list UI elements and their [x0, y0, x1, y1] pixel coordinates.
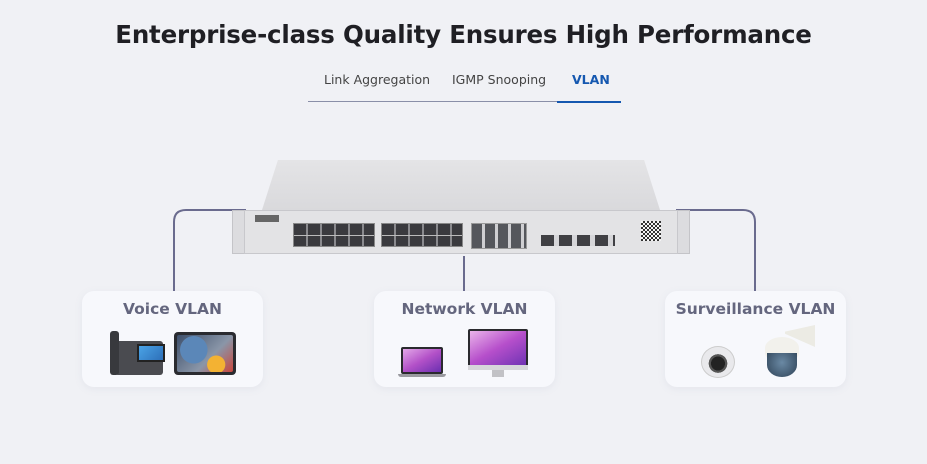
tab-link-aggregation[interactable]: Link Aggregation	[324, 72, 431, 87]
sfp-ports-group-2	[381, 223, 463, 247]
card-title: Network VLAN	[401, 300, 528, 318]
sfp-ports-group-1	[293, 223, 375, 247]
card-title: Surveillance VLAN	[675, 300, 836, 318]
ptz-camera-icon	[763, 325, 815, 381]
feature-tabs: Link Aggregation IGMP Snooping VLAN	[308, 70, 621, 103]
switch-front-panel	[244, 210, 678, 254]
rj45-ports	[471, 223, 527, 249]
laptop-icon	[398, 347, 446, 379]
brand-logo	[255, 215, 279, 222]
tablet-icon	[174, 332, 236, 375]
ip-phone-icon	[108, 331, 165, 376]
switch-chassis-top	[262, 160, 660, 210]
qr-code	[641, 221, 661, 241]
network-switch-image	[232, 160, 690, 256]
card-title: Voice VLAN	[122, 300, 223, 318]
dome-camera-icon	[701, 346, 735, 378]
active-tab-indicator	[557, 101, 621, 103]
network-vlan-card: Network VLAN	[374, 291, 555, 387]
tab-igmp-snooping[interactable]: IGMP Snooping	[452, 72, 547, 87]
desktop-monitor-icon	[468, 329, 528, 379]
page-title: Enterprise-class Quality Ensures High Pe…	[115, 20, 812, 49]
voice-vlan-card: Voice VLAN	[82, 291, 263, 387]
surveillance-vlan-card: Surveillance VLAN	[665, 291, 846, 387]
tab-vlan[interactable]: VLAN	[572, 72, 610, 87]
sfp-plus-ports	[541, 235, 615, 246]
rack-ear-right	[676, 210, 690, 254]
